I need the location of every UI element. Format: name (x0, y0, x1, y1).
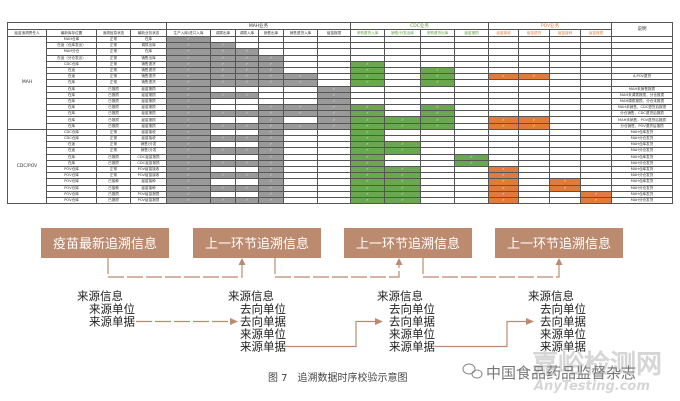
arrow-up-icon (395, 258, 403, 265)
table-row: 在库已报损疫苗报损✓✓MAH调拨报损，分仓未报损 (8, 97, 674, 106)
source-info-line: 来源单据 (389, 340, 435, 354)
arrow-right-icon (526, 318, 534, 325)
link-connector (107, 258, 243, 278)
source-info-line: 来源单据 (240, 340, 286, 354)
link-connector (422, 258, 560, 278)
source-info-line: 来源单据 (540, 340, 586, 354)
source-info-title: 来源信息 (528, 289, 574, 303)
source-info-line: 去向单位 (240, 302, 286, 316)
watermark-site-en: AnyTesting.com (533, 379, 650, 394)
source-info-title: 来源信息 (377, 289, 423, 303)
watermark: 嘉峪检测网 AnyTesting.com 中国食品药品监督杂志 (462, 349, 662, 394)
trace-info-box: 疫苗最新追溯信息 (41, 228, 169, 258)
table-row: 在库已报损疫苗报损✓✓✓✓✓✓✓✓分仓销售，CDC退货后报损 (8, 110, 674, 118)
wechat-icon (462, 363, 483, 379)
source-info-line: 来源单位 (89, 302, 135, 316)
arrow-up-icon (238, 258, 246, 265)
arrow-right-icon (230, 318, 238, 325)
table-row: 在库已报损疫苗报损✓✓✓✓✓✓✓✓✓✓✓分仓销售，POV退货后报损 (8, 122, 674, 130)
table-row: 在途（分仓发出）正常销售出库✓✓✓✓ (8, 54, 674, 62)
table-row: CDC仓库正常疫苗接收✓✓✓✓✓MAH分仓发货 (8, 134, 674, 143)
arrow-right-icon (375, 318, 383, 325)
source-info-title: 来源信息 (228, 289, 274, 303)
table-row: 在途正常销售退货✓✓✓✓✓✓✓✓✓A,POV退货 (8, 73, 674, 81)
trace-info-box-label: 上一环节追溯信息 (356, 236, 460, 252)
source-info-title: 来源信息 (77, 289, 123, 303)
watermark-site-cn: 嘉峪检测网 (532, 349, 662, 380)
link-connector (435, 320, 528, 348)
trace-info-box: 上一环节追溯信息 (193, 228, 321, 258)
remark-cell: MAH分仓发货 (611, 196, 674, 205)
table-row: CDC仓库正常销售退货✓✓✓✓✓ (8, 60, 674, 68)
arrow-up-icon (555, 258, 563, 265)
trace-info-box-label: 上一环节追溯信息 (507, 236, 611, 252)
link-connector (285, 320, 377, 348)
trace-info-box: 上一环节追溯信息 (344, 228, 472, 258)
source-info-line: 去向单据 (240, 315, 286, 329)
watermark-source: 中国食品药品监督杂志 (486, 364, 636, 382)
trace-info-box: 上一环节追溯信息 (495, 228, 623, 258)
link-connector (274, 258, 400, 278)
source-info-line: 来源单位 (240, 327, 286, 341)
pov-flag-cell: ✓ (580, 196, 613, 205)
trace-info-box-label: 上一环节追溯信息 (205, 236, 309, 252)
source-info-line: 来源单据 (89, 315, 135, 329)
mah-flag-cell (316, 196, 352, 205)
source-info-line: 去向单位 (540, 302, 586, 316)
source-info-line: 来源单位 (389, 327, 435, 341)
source-info-line: 去向单位 (389, 302, 435, 316)
source-info-line: 来源单位 (540, 327, 586, 341)
responsible-party-cell: CDC/POV (7, 128, 47, 205)
trace-info-box-label: 疫苗最新追溯信息 (53, 236, 157, 252)
figure-caption: 图 7 追溯数据时序校验示意图 (268, 371, 408, 384)
source-info-line: 去向单据 (389, 315, 435, 329)
source-info-line: 去向单据 (540, 315, 586, 329)
